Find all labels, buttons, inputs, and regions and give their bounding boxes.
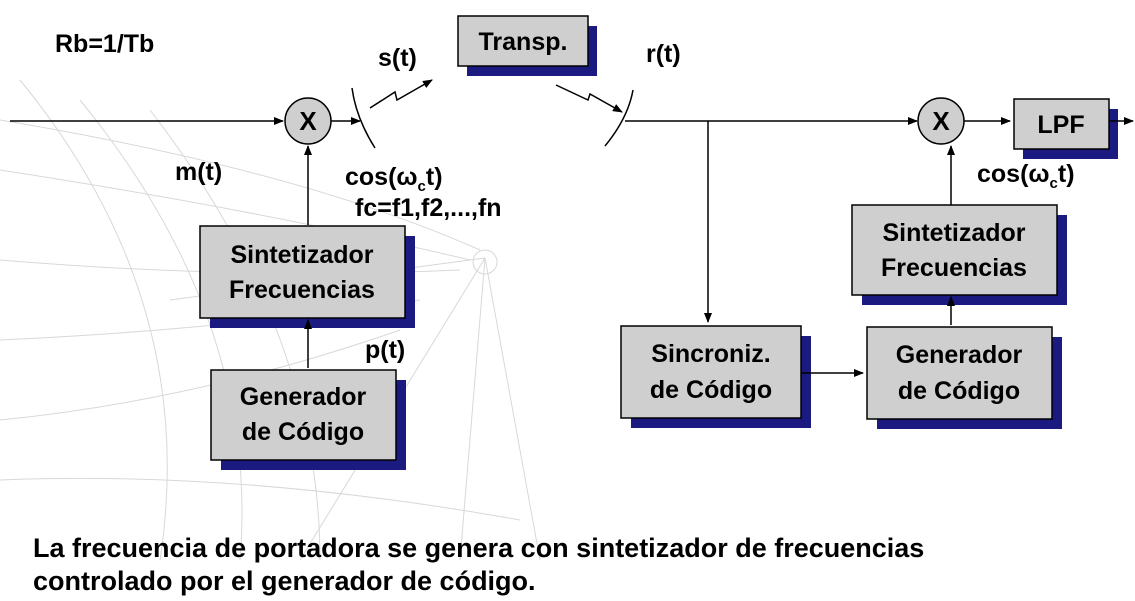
caption-line-1: La frecuencia de portadora se genera con… — [33, 533, 925, 563]
transmitted-signal-label: s(t) — [378, 44, 417, 72]
rx-mixer-symbol: X — [932, 106, 950, 136]
tx-synthesizer-block: Sintetizador Frecuencias — [199, 225, 415, 328]
hop-frequencies-label: fc=f1,f2,...,fn — [355, 194, 502, 222]
rx-codegen-line1: Generador — [896, 341, 1023, 369]
tx-synth-line1: Sintetizador — [230, 241, 373, 269]
code-sync-block: Sincroniz. de Código — [620, 325, 811, 428]
pn-code-label: p(t) — [365, 336, 405, 364]
tx-mixer-symbol: X — [299, 106, 317, 136]
rx-synth-line1: Sintetizador — [882, 219, 1025, 247]
tx-mixer: X — [284, 97, 332, 145]
rx-carrier-label: cos(ωct) — [977, 160, 1075, 192]
message-label: m(t) — [175, 158, 222, 186]
rx-codegen-line2: de Código — [898, 377, 1020, 405]
code-sync-line1: Sincroniz. — [651, 340, 770, 368]
transponder-block: Transp. — [457, 15, 597, 76]
rx-mixer: X — [917, 97, 965, 145]
received-signal-label: r(t) — [646, 40, 681, 68]
tx-signal-bolt-icon — [369, 79, 433, 109]
rx-antenna-icon — [604, 89, 634, 147]
lpf-block: LPF — [1013, 98, 1118, 159]
tx-codegen-line1: Generador — [240, 383, 367, 411]
lpf-label: LPF — [1037, 111, 1084, 139]
rx-code-generator-block: Generador de Código — [866, 326, 1062, 429]
transponder-label: Transp. — [479, 28, 568, 56]
caption-line-2: controlado por el generador de código. — [33, 566, 536, 596]
rx-signal-bolt-icon — [555, 84, 623, 113]
tx-codegen-line2: de Código — [242, 418, 364, 446]
tx-code-generator-block: Generador de Código — [210, 369, 406, 470]
dish-feed-icon — [472, 249, 498, 275]
tx-antenna-icon — [351, 87, 376, 149]
rx-synthesizer-block: Sintetizador Frecuencias — [851, 204, 1067, 305]
rx-synth-line2: Frecuencias — [881, 254, 1027, 282]
tx-carrier-label: cos(ωct) — [345, 163, 443, 195]
tx-synth-line2: Frecuencias — [229, 276, 375, 304]
code-sync-line2: de Código — [650, 376, 772, 404]
bit-rate-label: Rb=1/Tb — [55, 30, 154, 58]
caption: La frecuencia de portadora se genera con… — [33, 532, 1113, 598]
